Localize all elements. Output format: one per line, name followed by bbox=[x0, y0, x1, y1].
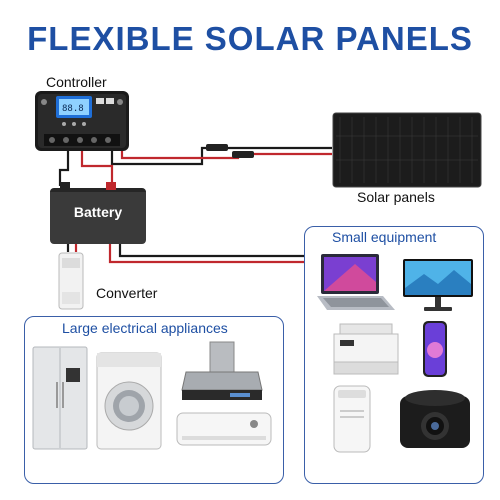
mc4-connector-icon bbox=[232, 151, 254, 158]
battery-terminal-negative-icon bbox=[60, 182, 70, 190]
dehumidifier-icon bbox=[333, 385, 371, 453]
inverter-converter-icon bbox=[58, 252, 84, 310]
smartphone-icon bbox=[423, 321, 447, 377]
mc4-connector-icon bbox=[206, 144, 228, 151]
printer-icon bbox=[333, 323, 399, 375]
projector-icon bbox=[400, 390, 470, 448]
svg-text:88.8: 88.8 bbox=[62, 104, 84, 114]
air-conditioner-icon bbox=[176, 412, 272, 446]
solar-panel-icon bbox=[332, 112, 482, 188]
range-hood-icon bbox=[181, 341, 263, 400]
battery-icon bbox=[50, 188, 146, 244]
solar-panels-label: Solar panels bbox=[357, 189, 435, 205]
refrigerator-icon bbox=[32, 346, 88, 450]
converter-label: Converter bbox=[96, 285, 158, 301]
charge-controller-icon: 88.8 bbox=[35, 91, 129, 151]
battery-label: Battery bbox=[73, 204, 123, 220]
large-appliances-label: Large electrical appliances bbox=[56, 320, 234, 336]
small-equipment-label: Small equipment bbox=[326, 229, 443, 245]
laptop-icon bbox=[317, 254, 395, 310]
page-title: FLEXIBLE SOLAR PANELS bbox=[27, 20, 473, 57]
controller-label: Controller bbox=[46, 74, 107, 90]
battery-terminal-positive-icon bbox=[106, 182, 116, 190]
washing-machine-icon bbox=[96, 352, 162, 450]
monitor-icon bbox=[403, 259, 473, 311]
